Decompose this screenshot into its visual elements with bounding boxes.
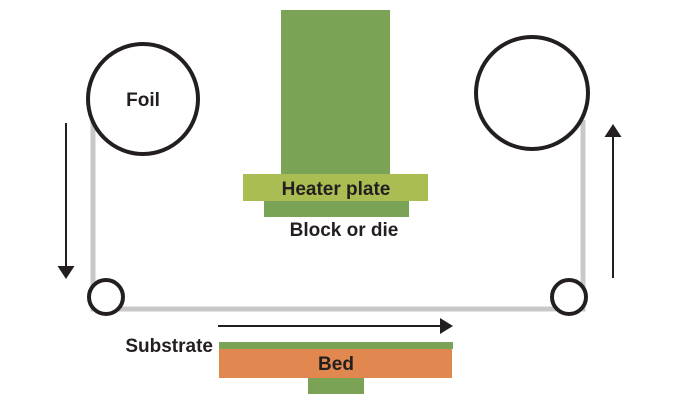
substrate-layer [219, 342, 453, 349]
press-ram [281, 10, 390, 176]
foil-takeup-reel [474, 35, 590, 151]
bed-label: Bed [318, 354, 354, 375]
bed-support [308, 378, 364, 394]
up-arrow-head [604, 124, 622, 137]
bed [219, 349, 452, 378]
right-guide-roller [550, 278, 588, 316]
right-arrow-icon [218, 318, 453, 334]
block-or-die-label: Block or die [290, 220, 399, 241]
heater-plate [243, 174, 428, 201]
right-arrow-head [440, 318, 453, 334]
up-arrow-icon [604, 124, 622, 278]
foil-reel-label: Foil [126, 90, 160, 111]
foil-supply-reel [86, 42, 200, 156]
foil-web-path [90, 120, 586, 312]
left-guide-roller [87, 278, 125, 316]
heater-plate-label: Heater plate [282, 179, 391, 200]
substrate-label: Substrate [125, 336, 213, 357]
down-arrow-head [57, 266, 75, 279]
down-arrow-icon [57, 123, 75, 279]
block-or-die [264, 201, 409, 217]
